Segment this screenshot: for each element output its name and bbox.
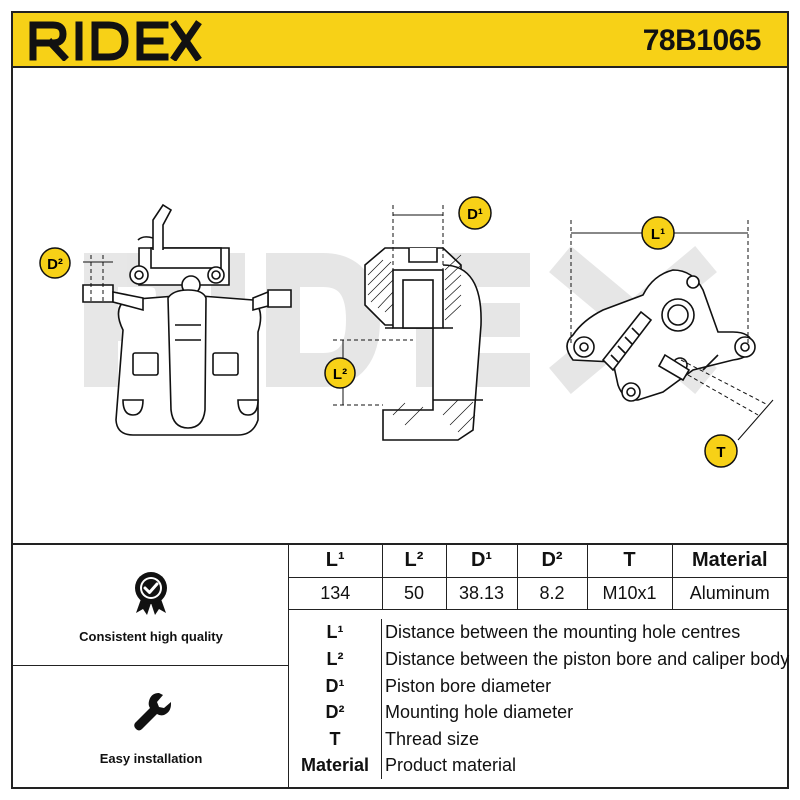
l2-label: L² [333, 366, 347, 383]
spec-col-material: Material [671, 545, 787, 578]
spec-col-l2: L² [381, 545, 447, 578]
product-sheet: 78B1065 [11, 11, 789, 789]
wrench-icon [134, 693, 171, 731]
legend-description: Piston bore diameter [385, 676, 552, 696]
legend-description: Thread size [385, 729, 480, 749]
d2-callout: D² [39, 247, 71, 279]
feature-label: Consistent high quality [79, 629, 223, 644]
legend-description: Product material [385, 755, 517, 775]
legend-description: Mounting hole diameter [385, 702, 574, 722]
legend-description: Distance between the piston bore and cal… [385, 649, 790, 669]
spec-col-l1: L¹ [289, 545, 383, 578]
spec-table: L¹ L² D¹ D² T Material 134 50 38.13 8.2 … [289, 545, 787, 610]
spec-value-d2: 8.2 [516, 576, 588, 610]
specifications-section: Consistent high quality Easy installatio… [13, 543, 790, 789]
features-panel: Consistent high quality Easy installatio… [13, 545, 289, 789]
l2-callout: L² [324, 357, 356, 389]
l1-callout: L¹ [641, 216, 675, 250]
section-hatching [367, 254, 476, 433]
legend-row: D² Mounting hole diameter [289, 699, 787, 726]
spec-table-values: 134 50 38.13 8.2 M10x1 Aluminum [289, 576, 787, 610]
legend-symbol: D² [289, 699, 382, 726]
t-callout: T [704, 434, 738, 468]
feature-installation: Easy installation [13, 666, 289, 789]
ridex-logo [29, 20, 202, 61]
d1-label: D¹ [467, 206, 483, 223]
spec-value-l2: 50 [381, 576, 447, 610]
part-number: 78B1065 [642, 24, 762, 57]
d2-label: D² [47, 256, 63, 273]
legend-symbol: Material [289, 752, 382, 779]
t-label: T [716, 444, 725, 461]
legend-symbol: T [289, 726, 382, 753]
spec-col-d2: D² [516, 545, 588, 578]
dimension-legend: L¹ Distance between the mounting hole ce… [289, 611, 790, 789]
spec-value-l1: 134 [289, 576, 383, 610]
legend-description: Distance between the mounting hole centr… [385, 622, 741, 642]
legend-symbol: L¹ [289, 619, 382, 646]
legend-symbol: L² [289, 646, 382, 673]
quality-badge-icon [135, 572, 167, 615]
spec-col-d1: D¹ [445, 545, 518, 578]
feature-label: Easy installation [99, 751, 203, 766]
spec-value-material: Aluminum [671, 576, 787, 610]
l1-label: L¹ [651, 226, 665, 243]
d1-dimension [392, 205, 444, 270]
spec-value-d1: 38.13 [445, 576, 518, 610]
caliper-technical-drawing: D² D¹ [39, 196, 774, 468]
spec-table-header: L¹ L² D¹ D² T Material [289, 545, 787, 578]
legend-symbol: D¹ [289, 673, 382, 700]
legend-row: Material Product material [289, 752, 787, 779]
spec-value-t: M10x1 [586, 576, 673, 610]
spec-col-t: T [586, 545, 673, 578]
feature-quality: Consistent high quality [13, 545, 289, 666]
legend-row: L² Distance between the piston bore and … [289, 646, 790, 673]
d1-callout: D¹ [458, 196, 492, 230]
caliper-rear-view [566, 269, 756, 402]
legend-row: T Thread size [289, 726, 787, 753]
d2-dimension [83, 255, 113, 302]
header-bar: 78B1065 [13, 13, 787, 68]
legend-row: D¹ Piston bore diameter [289, 673, 787, 700]
legend-row: L¹ Distance between the mounting hole ce… [289, 619, 787, 646]
t-dimension [680, 359, 774, 441]
